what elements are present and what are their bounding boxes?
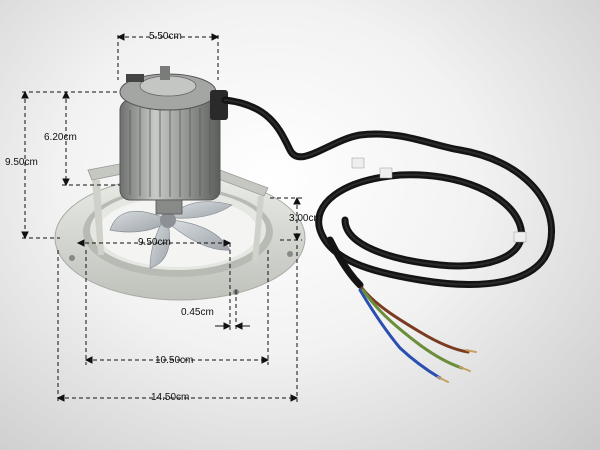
fan-blades <box>109 201 233 269</box>
dim-label-inner-diameter: 10.50cm <box>155 355 194 366</box>
dim-label-motor-height: 6.20cm <box>44 132 77 143</box>
lead-wires <box>358 286 477 383</box>
dim-label-gap: 0.45cm <box>181 307 214 318</box>
dim-label-ring-depth: 3.00cm <box>289 213 322 224</box>
dim-label-motor-width: 5.50cm <box>149 31 182 42</box>
dim-label-total-height: 9.50cm <box>5 157 38 168</box>
dimension-lines <box>21 33 302 402</box>
power-cable <box>221 96 555 289</box>
motor-body <box>119 66 228 215</box>
dim-label-outer-diameter: 14.50cm <box>151 392 190 403</box>
dim-label-blade-diameter: 9.50cm <box>138 237 171 248</box>
